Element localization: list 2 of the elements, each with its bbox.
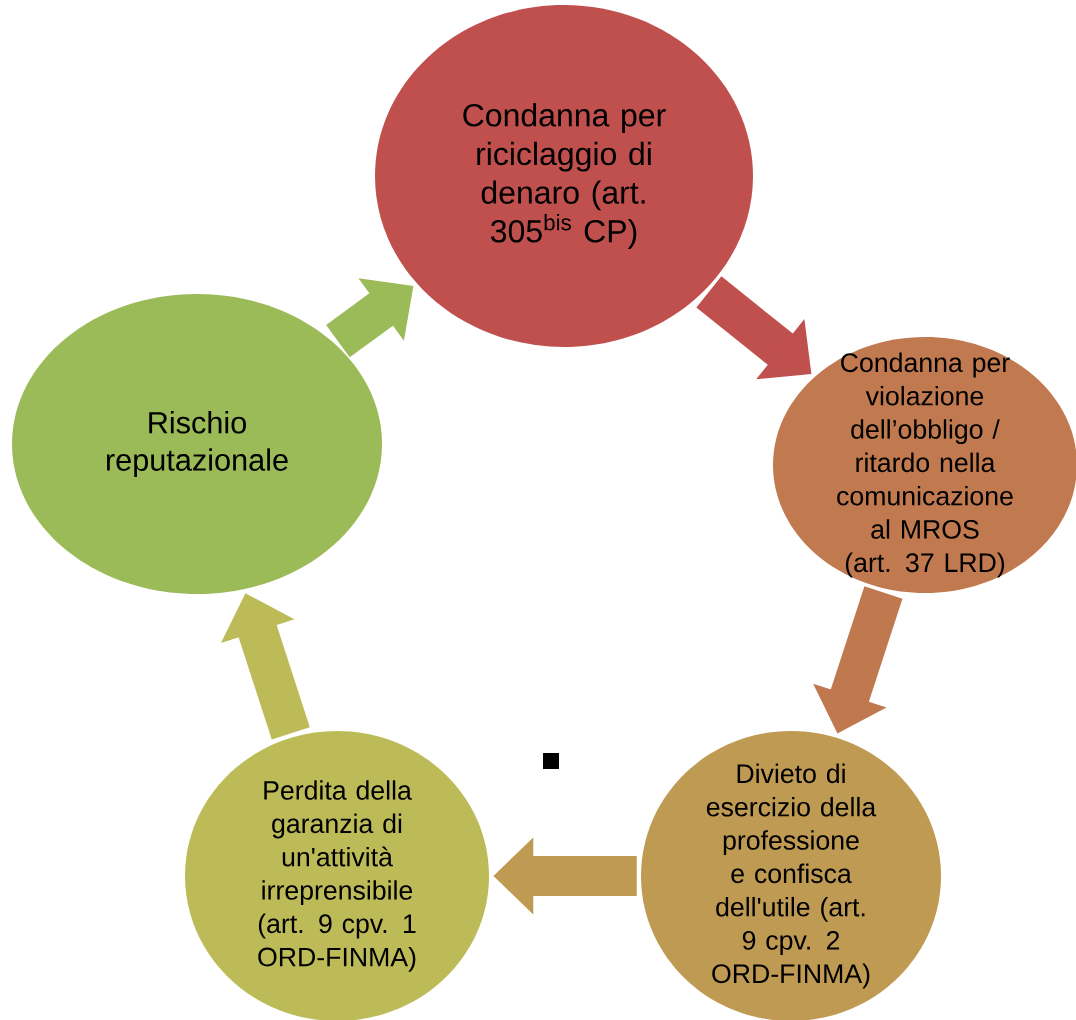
circle-node: Rischio reputazionale — [12, 294, 382, 594]
circle-node: Condanna per riciclaggio di denaro (art. 305$^{bis}$ CP) — [375, 5, 753, 347]
